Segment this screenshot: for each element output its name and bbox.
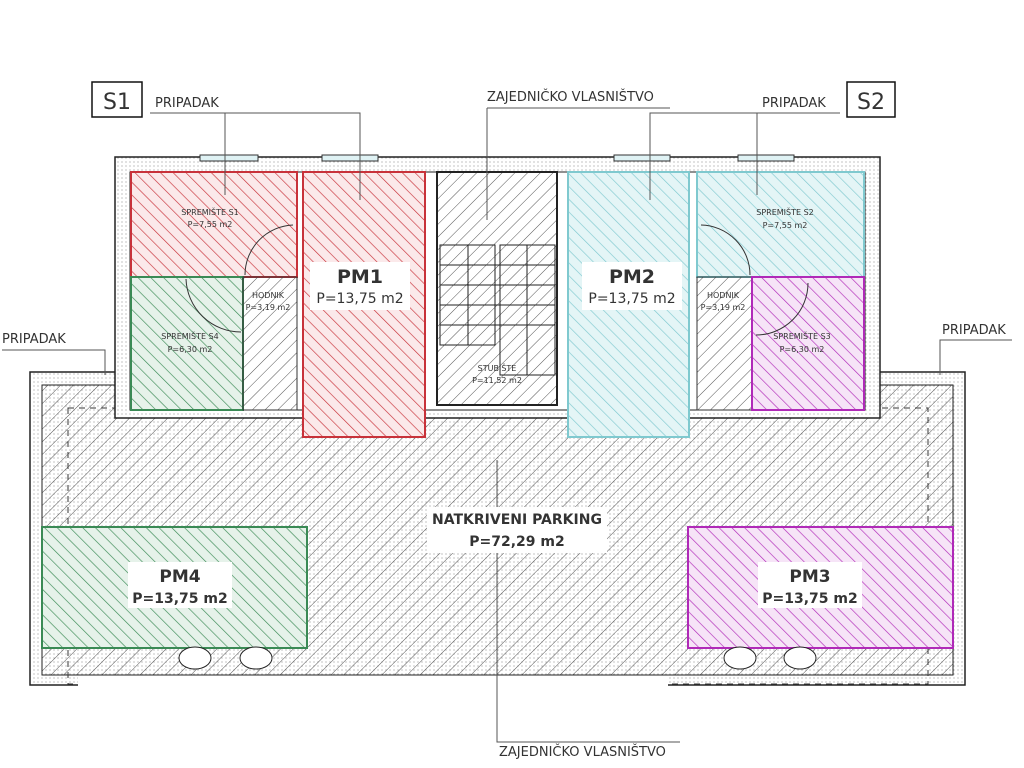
- s3-name: SPREMIŠTE S3: [773, 330, 831, 341]
- parking-name: NATKRIVENI PARKING: [432, 512, 602, 528]
- leader-lines: [2, 107, 1012, 743]
- big-labels: PM1 P=13,75 m2 PM2 P=13,75 m2 NATKRIVENI…: [128, 262, 862, 608]
- parking-area: P=72,29 m2: [469, 534, 564, 550]
- marker-s2: S2: [846, 81, 896, 118]
- pripadak-s1-label: PRIPADAK: [155, 96, 219, 111]
- pm4-area: P=13,75 m2: [132, 591, 227, 607]
- pm3-area: P=13,75 m2: [762, 591, 857, 607]
- room-spremiste-s4: [130, 276, 244, 411]
- hodnik-left-name: HODNIK: [252, 291, 285, 300]
- pripadak-s2-label: PRIPADAK: [762, 96, 826, 111]
- door-arcs: [185, 224, 809, 336]
- s1-area: P=7,55 m2: [188, 220, 233, 229]
- s2-name: SPREMIŠTE S2: [756, 206, 814, 217]
- pm2-area: P=13,75 m2: [588, 291, 675, 307]
- columns: [178, 646, 817, 670]
- stubiste-area: P=11,52 m2: [472, 376, 522, 385]
- room-stubiste: [436, 171, 558, 406]
- pm1-name: PM1: [337, 266, 383, 288]
- stubiste-name: STUBIŠTE: [478, 362, 517, 373]
- marker-s1-label: S1: [103, 90, 131, 115]
- room-spremiste-s3: [751, 276, 865, 411]
- pm1-area: P=13,75 m2: [316, 291, 403, 307]
- s1-name: SPREMIŠTE S1: [181, 206, 239, 217]
- room-hodnik-left: [242, 276, 298, 411]
- marker-s2-label: S2: [857, 90, 885, 115]
- s4-area: P=6,30 m2: [168, 345, 213, 354]
- common-ownership-bottom-label: ZAJEDNIČKO VLASNIŠTVO: [499, 744, 666, 760]
- s3-area: P=6,30 m2: [780, 345, 825, 354]
- marker-s1: S1: [91, 81, 143, 118]
- hodnik-right-area: P=3,19 m2: [701, 303, 746, 312]
- room-spremiste-s2: [696, 171, 865, 278]
- pm3-name: PM3: [789, 567, 830, 587]
- pripadak-right-label: PRIPADAK: [942, 323, 1006, 338]
- pripadak-left-label: PRIPADAK: [2, 332, 66, 347]
- common-ownership-top-label: ZAJEDNIČKO VLASNIŠTVO: [487, 89, 654, 105]
- s4-name: SPREMIŠTE S4: [161, 330, 219, 341]
- s2-area: P=7,55 m2: [763, 221, 808, 230]
- hodnik-left-area: P=3,19 m2: [246, 303, 291, 312]
- pm2-name: PM2: [609, 266, 655, 288]
- room-spremiste-s1: [130, 171, 298, 278]
- hodnik-right-name: HODNIK: [707, 291, 740, 300]
- pm4-name: PM4: [159, 567, 200, 587]
